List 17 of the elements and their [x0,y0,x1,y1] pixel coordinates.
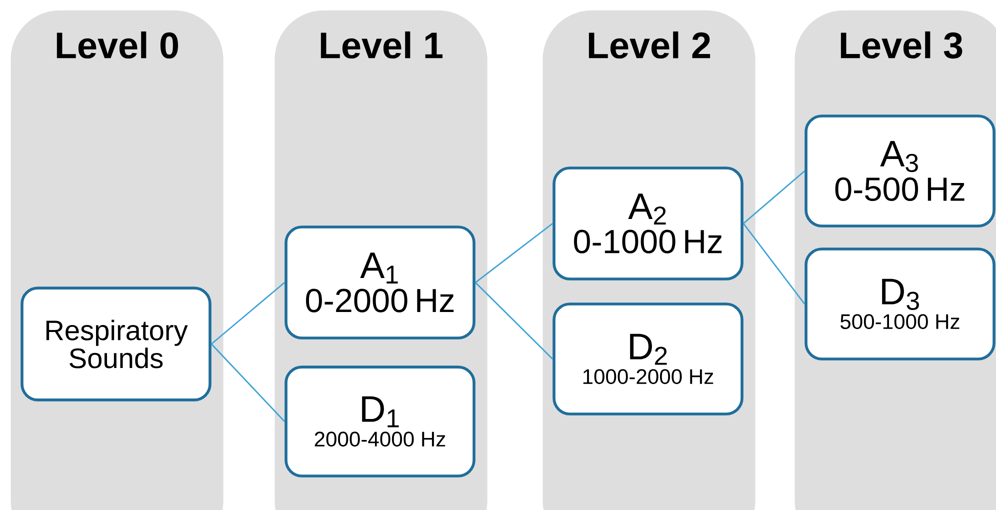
connector-line [210,344,286,422]
connector-line [474,282,554,360]
lane-title: Level 1 [320,31,442,59]
band-box: D$_{3}$ 500-1000 Hz [804,248,996,360]
connector-line [210,282,286,345]
band-box: D$_{2}$ 1000-2000 Hz [552,302,744,416]
lane-title: Level 3 [840,31,962,59]
connector-line [474,222,554,284]
connector-line [742,223,806,304]
lane-title: Level 2 [588,31,710,59]
band-box: A$_{3}$ 0-500 Hz [804,114,996,228]
band-box: A$_{1}$ 0-2000 Hz [284,226,476,340]
band-box: D$_{1}$ 2000-4000 Hz [284,366,476,478]
connector-line [742,170,806,224]
lane-title: Level 0 [56,31,178,59]
band-box: Respiratory Sounds [20,286,212,402]
band-box: A$_{2}$ 0-1000 Hz [552,166,744,280]
